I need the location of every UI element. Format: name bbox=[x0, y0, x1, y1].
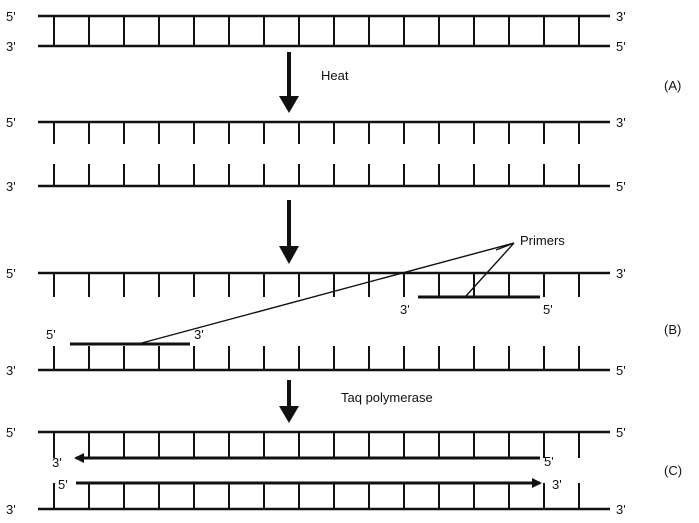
annealing-arrow bbox=[279, 200, 299, 264]
label-5prime-bottom-b: 5' bbox=[616, 363, 626, 378]
section-label-c: (C) bbox=[664, 463, 682, 478]
label-5prime-new-strand-right: 5' bbox=[544, 454, 554, 469]
label-3prime-primer-right: 3' bbox=[400, 302, 410, 317]
bases-top-strand bbox=[53, 122, 580, 144]
heat-arrow bbox=[279, 52, 299, 113]
label-5prime-top-c: 5' bbox=[6, 425, 16, 440]
label-3prime-bottom-c: 3' bbox=[6, 502, 16, 517]
base-pairs-upper-c bbox=[53, 432, 580, 458]
section-label-a: (A) bbox=[664, 78, 681, 93]
section-label-b: (B) bbox=[664, 322, 681, 337]
label-5prime-top-left-a: 5' bbox=[6, 9, 16, 24]
label-5prime-top-b: 5' bbox=[6, 266, 16, 281]
label-3prime-primer-left: 3' bbox=[194, 327, 204, 342]
label-5prime-bottom-right-a: 5' bbox=[616, 39, 626, 54]
extension-stage-c: 5' 5' 3' 5' 5' 3' 3' 3' bbox=[6, 425, 626, 517]
label-5prime-denatured-bottom: 5' bbox=[616, 179, 626, 194]
label-5prime-denatured-top: 5' bbox=[6, 115, 16, 130]
bases-template-bottom-b bbox=[53, 346, 580, 370]
extension-arrow bbox=[279, 380, 299, 423]
primer-annealing-stage: 3' 5' 5' 3' 5' 3' 3' 5' bbox=[6, 242, 626, 378]
label-5prime-top-right-c: 5' bbox=[616, 425, 626, 440]
base-pairs-lower-c bbox=[53, 483, 580, 509]
label-3prime-denatured-bottom: 3' bbox=[6, 179, 16, 194]
label-3prime-bottom-left-a: 3' bbox=[6, 39, 16, 54]
label-3prime-denatured-top: 3' bbox=[616, 115, 626, 130]
label-3prime-top-right-a: 3' bbox=[616, 9, 626, 24]
label-3prime-top-b: 3' bbox=[616, 266, 626, 281]
primers-pointer-lines bbox=[137, 242, 515, 345]
label-3prime-bottom-b: 3' bbox=[6, 363, 16, 378]
label-5prime-new-strand-lower-left: 5' bbox=[58, 477, 68, 492]
label-3prime-new-strand-lower-right: 3' bbox=[552, 477, 562, 492]
label-3prime-new-strand-left: 3' bbox=[52, 455, 62, 470]
bases-bottom-strand bbox=[53, 164, 580, 186]
label-3prime-bottom-right-c: 3' bbox=[616, 502, 626, 517]
denatured-strands: 5' 3' 3' 5' bbox=[6, 115, 626, 194]
label-5prime-primer-left: 5' bbox=[46, 327, 56, 342]
step-heat-label: Heat bbox=[321, 68, 349, 83]
label-5prime-primer-right: 5' bbox=[543, 302, 553, 317]
step-taq-polymerase-label: Taq polymerase bbox=[341, 390, 433, 405]
dsdna-stage-a: 5' 3' 3' 5' bbox=[6, 9, 626, 54]
base-pairs-a bbox=[53, 16, 580, 46]
bases-template-top-b bbox=[53, 273, 580, 297]
step-primers-label: Primers bbox=[520, 233, 565, 248]
